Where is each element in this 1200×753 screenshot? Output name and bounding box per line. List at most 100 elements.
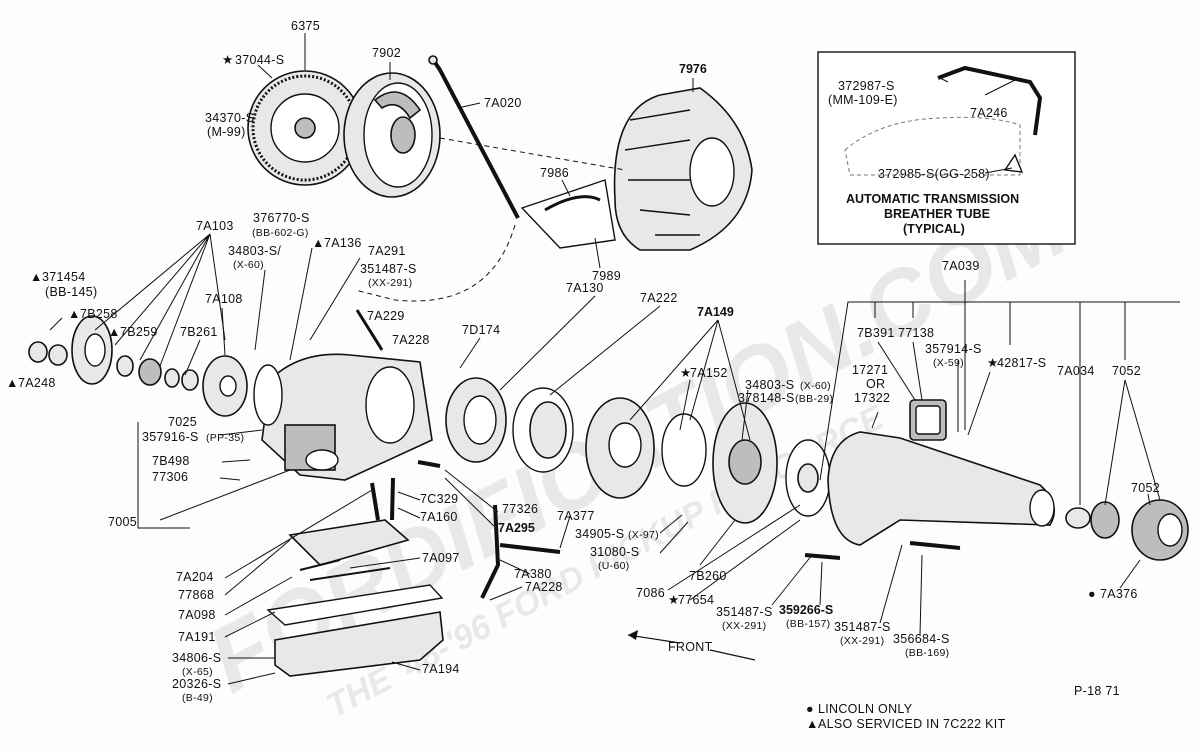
label-xx291-b: (XX-291) <box>722 620 766 632</box>
label-7a149: 7A149 <box>697 305 734 319</box>
label-7052-b: 7052 <box>1131 481 1160 495</box>
label-bb602g: (BB-602-G) <box>252 227 309 239</box>
label-34803s-b: 34803-S <box>745 378 794 392</box>
inset-label-372987s: 372987-S <box>838 79 895 93</box>
leader-lines <box>49 33 1180 685</box>
breather-tube-inset <box>817 51 1076 245</box>
inset-label-mm109e: (MM-109-E) <box>828 93 898 107</box>
legend-lincoln-only: LINCOLN ONLY <box>818 702 913 716</box>
label-b49: (B-49) <box>182 692 213 704</box>
label-6375: 6375 <box>291 19 320 33</box>
label-7989: 7989 <box>592 269 621 283</box>
label-u60: (U-60) <box>598 560 630 572</box>
bolts-group <box>355 309 961 560</box>
label-7a228-a: 7A228 <box>392 333 430 347</box>
label-bb157: (BB-157) <box>786 618 830 630</box>
label-7a380: 7A380 <box>514 567 552 581</box>
label-7a229: 7A229 <box>367 309 405 323</box>
label-357916s: 357916-S <box>142 430 199 444</box>
label-xx291-c: (XX-291) <box>840 635 884 647</box>
label-376770s: 376770-S <box>253 211 310 225</box>
label-7a108: 7A108 <box>205 292 243 306</box>
dipstick-tube-part <box>428 55 520 219</box>
label-7a136: 7A136 <box>324 236 362 250</box>
label-351487s-a: 351487-S <box>360 262 417 276</box>
label-34370s: 34370-S <box>205 111 254 125</box>
label-7986: 7986 <box>540 166 569 180</box>
label-x97: (X-97) <box>628 529 659 541</box>
label-7a152: 7A152 <box>690 366 728 380</box>
inset-title-line2: BREATHER TUBE <box>884 207 990 221</box>
label-17271: 17271 <box>852 363 888 377</box>
label-7025: 7025 <box>168 415 197 429</box>
label-7a228-b: 7A228 <box>525 580 563 594</box>
symbol-triangle-7b258: ▲ <box>68 307 81 321</box>
label-7a098: 7A098 <box>178 608 216 622</box>
label-7c329: 7C329 <box>420 492 458 506</box>
alignment-line-dipstick <box>354 224 516 302</box>
front-pump-group <box>28 315 248 417</box>
label-371454: 371454 <box>42 270 86 284</box>
torque-converter-part <box>343 72 441 198</box>
label-x60-b: (X-60) <box>800 380 831 392</box>
label-351487s-b: 351487-S <box>716 605 773 619</box>
label-7b260: 7B260 <box>689 569 727 583</box>
label-bb145: (BB-145) <box>45 285 97 299</box>
label-7a130: 7A130 <box>566 281 604 295</box>
inset-labels: 372987-S (MM-109-E) 7A246 372985-S(GG-25… <box>828 79 1019 236</box>
label-42817s: 42817-S <box>997 356 1046 370</box>
label-7a204: 7A204 <box>176 570 214 584</box>
oil-pan-group <box>266 504 501 677</box>
label-7a376: 7A376 <box>1100 587 1138 601</box>
cover-plate-slot <box>544 195 601 212</box>
label-34806s: 34806-S <box>172 651 221 665</box>
inset-title-line1: AUTOMATIC TRANSMISSION <box>846 192 1019 206</box>
label-20326s: 20326-S <box>172 677 221 691</box>
transmission-case-part <box>253 353 433 481</box>
label-7b259: 7B259 <box>120 325 158 339</box>
label-7a191: 7A191 <box>178 630 216 644</box>
label-x65: (X-65) <box>182 666 213 678</box>
label-7b391: 7B391 <box>857 326 895 340</box>
label-77326: 77326 <box>502 502 538 516</box>
inset-label-7a246: 7A246 <box>970 106 1008 120</box>
label-7a103: 7A103 <box>196 219 234 233</box>
label-7005: 7005 <box>108 515 137 529</box>
label-7d174: 7D174 <box>462 323 500 337</box>
label-7a194: 7A194 <box>422 662 460 676</box>
label-7a222: 7A222 <box>640 291 678 305</box>
label-7902: 7902 <box>372 46 401 60</box>
left-arrow-icon <box>628 630 638 640</box>
label-bb169: (BB-169) <box>905 647 949 659</box>
converter-housing-part <box>613 87 753 251</box>
symbol-star-77654: ★ <box>668 593 680 607</box>
label-front: FRONT <box>668 640 713 654</box>
label-359266s: 359266-S <box>779 603 833 617</box>
label-77138: 77138 <box>898 326 934 340</box>
symbol-triangle-7a136: ▲ <box>312 236 325 250</box>
label-7086: 7086 <box>636 586 665 600</box>
label-bb29: (BB-29) <box>795 393 833 405</box>
label-page-number: P-18 71 <box>1074 684 1120 698</box>
label-7a034: 7A034 <box>1057 364 1095 378</box>
label-77654: 77654 <box>678 593 714 607</box>
label-xx291-a: (XX-291) <box>368 277 412 289</box>
label-pp35: (PP-35) <box>206 432 244 444</box>
label-x60-a: (X-60) <box>233 259 264 271</box>
label-37044s: 37044-S <box>235 53 284 67</box>
label-or: OR <box>866 377 885 391</box>
symbol-star: ★ <box>222 53 234 67</box>
label-31080s: 31080-S <box>590 545 639 559</box>
cover-plate-part <box>520 179 616 249</box>
legend-also-serviced: ALSO SERVICED IN 7C222 KIT <box>818 717 1006 731</box>
label-17322: 17322 <box>854 391 890 405</box>
label-351487s-c: 351487-S <box>834 620 891 634</box>
part-labels: 6375 ★ 37044-S 34370-S (M-99) 7902 7A020… <box>6 19 1160 704</box>
label-7b498: 7B498 <box>152 454 190 468</box>
symbol-triangle-7b259: ▲ <box>108 325 121 339</box>
symbol-star-7a152: ★ <box>680 366 692 380</box>
label-77868: 77868 <box>178 588 214 602</box>
label-7a097: 7A097 <box>422 551 460 565</box>
